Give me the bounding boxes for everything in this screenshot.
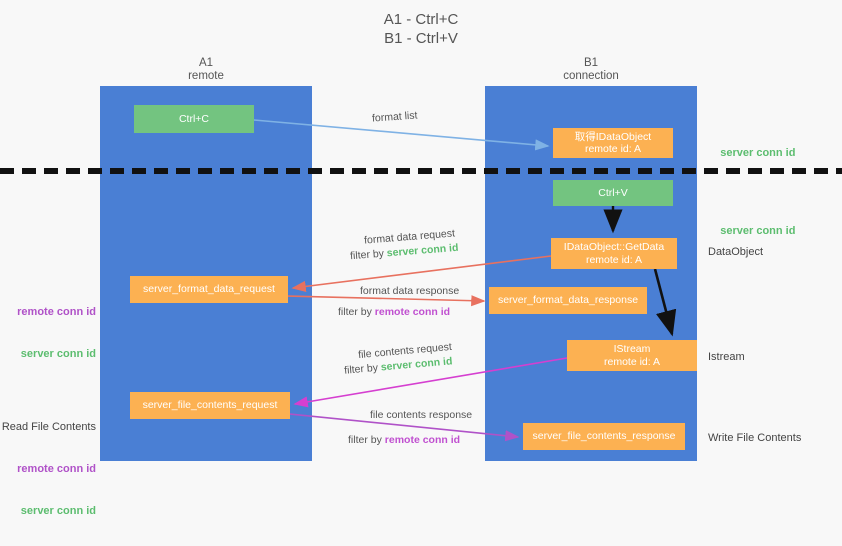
node-ctrl-c[interactable]: Ctrl+C	[134, 105, 254, 133]
lane-header-a1: A1 remote	[188, 57, 224, 82]
edge-label-file-contents-response-filter: filter by remote conn id	[348, 433, 460, 447]
edge-label-file-contents-response: file contents response	[370, 409, 473, 421]
filter-by-text: filter by	[343, 361, 382, 377]
note-istream: Istream	[708, 351, 745, 363]
note-dataobject: DataObject	[708, 246, 764, 258]
note-conn-id-group-1: remote conn id server conn id	[0, 277, 96, 389]
node-idataobject-getdata[interactable]: IDataObject::GetData remote id: A	[551, 238, 677, 269]
filter-by-text: filter by	[349, 247, 388, 263]
note-read-file-contents: Read File Contents	[1, 421, 96, 433]
note-server-conn-id-2: server conn id	[708, 210, 795, 252]
filter-by-text: filter by	[338, 306, 375, 318]
page-title: A1 - Ctrl+C B1 - Ctrl+V	[383, 11, 459, 47]
edge-label-format-data-response: format data response	[360, 285, 460, 297]
note-server-conn-id-1: server conn id	[708, 132, 795, 174]
filter-by-text: filter by	[348, 434, 385, 446]
lane-header-b1: B1 connection	[563, 57, 619, 82]
node-idataobject[interactable]: 取得IDataObject remote id: A	[553, 128, 673, 158]
remote-conn-id-text: remote conn id	[374, 306, 451, 318]
edge-label-format-list: format list	[371, 109, 418, 125]
note-server-conn-id: server conn id	[20, 348, 96, 360]
edge-label-format-data-response-filter: filter by remote conn id	[338, 305, 450, 319]
node-ctrl-v[interactable]: Ctrl+V	[553, 180, 673, 206]
node-server-file-contents-response[interactable]: server_file_contents_response	[523, 423, 685, 450]
note-text: server conn id	[720, 225, 796, 237]
remote-conn-id-text: remote conn id	[384, 434, 461, 446]
note-server-conn-id: server conn id	[20, 505, 96, 517]
node-server-format-data-response[interactable]: server_format_data_response	[489, 287, 647, 314]
note-write-file-contents: Write File Contents	[708, 432, 802, 444]
diagram-canvas: A1 - Ctrl+C B1 - Ctrl+V A1 remote B1 con…	[0, 11, 842, 517]
node-server-file-contents-request[interactable]: server_file_contents_request	[130, 392, 290, 419]
phase-divider	[0, 168, 842, 174]
node-istream[interactable]: IStream remote id: A	[567, 340, 697, 371]
note-remote-conn-id: remote conn id	[17, 306, 96, 318]
note-remote-conn-id: remote conn id	[17, 463, 96, 475]
note-conn-id-group-2: Read File Contents remote conn id server…	[0, 392, 96, 546]
node-server-format-data-request[interactable]: server_format_data_request	[130, 276, 288, 303]
note-text: server conn id	[720, 147, 796, 159]
